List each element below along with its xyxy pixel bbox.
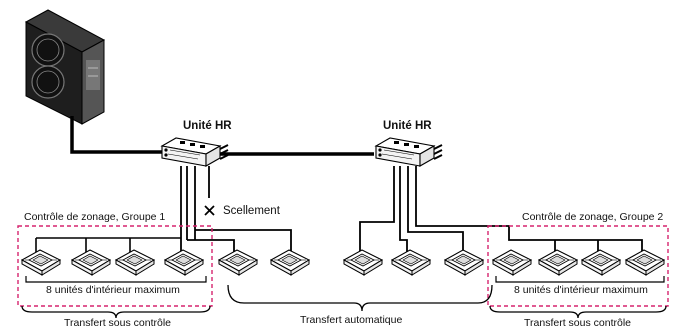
zone-group-2-label: Contrôle de zonage, Groupe 2: [522, 211, 663, 223]
zone-box-group-1: [17, 225, 213, 307]
cassette-unit-icon: [492, 249, 532, 276]
max-units-label-right: 8 unités d'intérieur maximum: [514, 284, 648, 296]
transfer-auto-label: Transfert automatique: [300, 314, 402, 326]
transfer-brace-right: [489, 305, 667, 319]
hr-unit-label-left: Unité HR: [183, 120, 232, 132]
transfer-controlled-right-label: Transfert sous contrôle: [524, 317, 631, 329]
cassette-unit-icon: [71, 249, 111, 276]
cassette-unit-icon: [270, 249, 310, 276]
cassette-unit-icon: [391, 249, 431, 276]
max-units-bracket-left: [25, 276, 207, 283]
outdoor-unit-icon: [24, 9, 106, 125]
zone-box-group-2: [487, 225, 669, 307]
transfer-brace-auto: [227, 284, 493, 312]
transfer-brace-left: [21, 305, 211, 319]
cassette-unit-icon: [538, 249, 578, 276]
cassette-unit-icon: [218, 249, 258, 276]
cassette-unit-icon: [343, 249, 383, 276]
x-mark-icon: [204, 205, 215, 216]
cassette-unit-icon: [21, 249, 61, 276]
cassette-unit-icon: [625, 249, 665, 276]
max-units-label-left: 8 unités d'intérieur maximum: [46, 284, 180, 296]
transfer-controlled-left-label: Transfert sous contrôle: [64, 317, 171, 329]
cassette-unit-icon: [444, 249, 484, 276]
cassette-unit-icon: [581, 249, 621, 276]
group1-branching: [35, 237, 181, 252]
main-pipe-left: [70, 116, 162, 154]
right-branch-pipes: [359, 166, 643, 252]
hr-unit-icon: [161, 137, 229, 167]
hr-unit-label-right: Unité HR: [383, 120, 432, 132]
zone-group-1-label: Contrôle de zonage, Groupe 1: [24, 211, 165, 223]
sealing-label: Scellement: [223, 205, 281, 217]
max-units-bracket-right: [495, 276, 665, 283]
cassette-unit-icon: [115, 249, 155, 276]
hr-unit-icon: [375, 137, 443, 167]
cassette-unit-icon: [164, 249, 204, 276]
